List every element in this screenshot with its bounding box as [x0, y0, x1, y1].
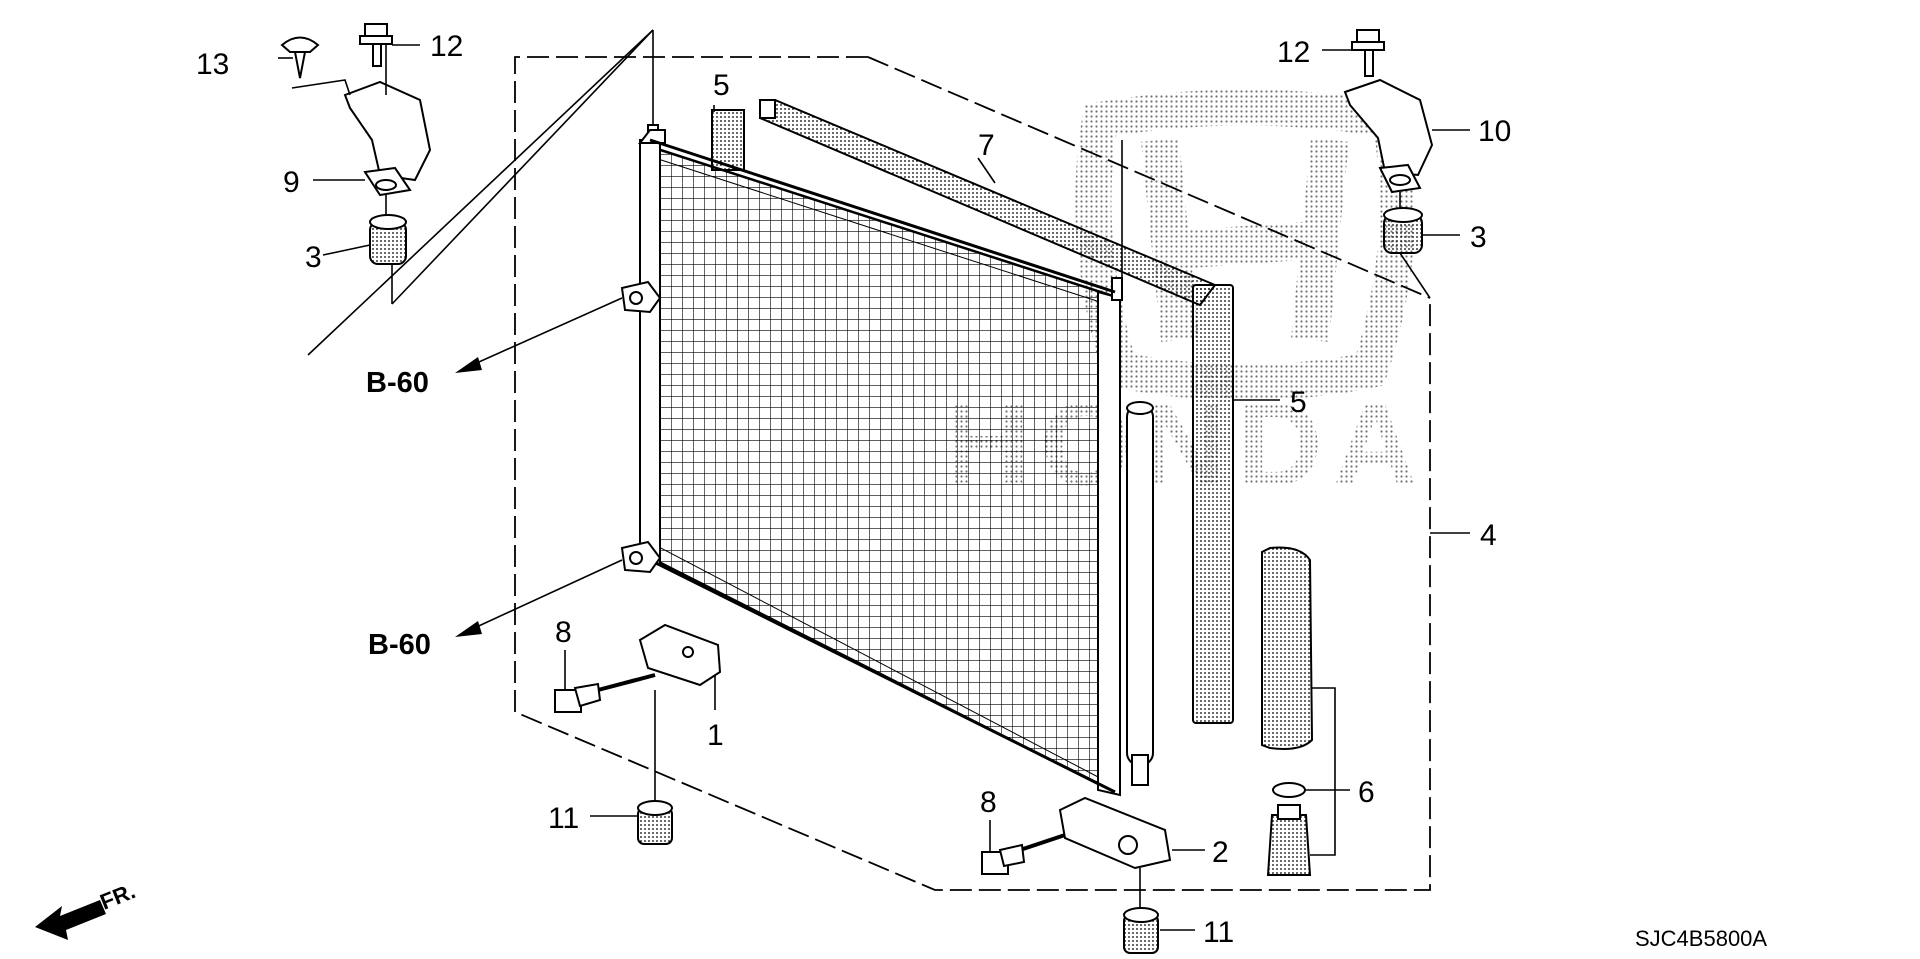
front-direction-marker: FR. — [35, 878, 139, 940]
callout-12-left: 12 — [430, 30, 463, 63]
cushion-3-left — [369, 214, 407, 265]
callout-8-left: 8 — [555, 616, 572, 649]
mount-tab-lower — [620, 540, 662, 574]
callout-4: 4 — [1480, 519, 1497, 552]
callout-5-right: 5 — [1290, 386, 1307, 419]
reference-label-lower: B-60 — [368, 629, 431, 661]
reference-label-upper: B-60 — [366, 367, 429, 399]
callout-8-right: 8 — [980, 786, 997, 819]
reference-arrow-lower — [455, 559, 623, 637]
reference-arrow-upper — [455, 297, 623, 373]
bracket-1 — [638, 623, 722, 805]
callout-3-right: 3 — [1470, 221, 1487, 254]
bracket-10 — [1343, 78, 1434, 220]
grommet-11-right — [1123, 907, 1159, 954]
bolt-8-left — [554, 673, 656, 713]
mount-tab-upper — [620, 280, 662, 314]
front-label: FR. — [97, 878, 139, 914]
callout-9: 9 — [283, 166, 300, 199]
callout-1: 1 — [707, 719, 724, 752]
callout-5-top: 5 — [713, 69, 730, 102]
callout-7: 7 — [978, 129, 995, 162]
leader-lines — [278, 44, 1470, 931]
clip-13 — [280, 36, 320, 79]
bolt-8-right — [981, 833, 1066, 875]
callout-11-left: 11 — [548, 802, 579, 835]
seal-5-left — [711, 109, 745, 171]
bracket-2 — [1058, 796, 1172, 910]
callout-11-right: 11 — [1203, 916, 1234, 949]
grommet-11-left — [637, 800, 673, 845]
callout-10: 10 — [1478, 115, 1511, 148]
cushion-3-right — [1383, 207, 1423, 254]
condenser — [620, 30, 1123, 797]
callout-3-left: 3 — [305, 241, 322, 274]
bracket-9 — [291, 40, 432, 220]
callout-2: 2 — [1212, 836, 1229, 869]
dryer-cap-assembly — [1261, 546, 1314, 876]
assembly-boundary — [514, 56, 1431, 891]
bolt-12-upper-right — [1351, 29, 1385, 77]
receiver-dryer — [1121, 140, 1154, 786]
callout-12-right: 12 — [1277, 36, 1310, 69]
seal-5-right — [1192, 284, 1234, 724]
callout-13: 13 — [196, 48, 229, 81]
diagram-code: SJC4B5800A — [1635, 926, 1767, 951]
bolt-12-upper-left — [359, 23, 393, 67]
callout-6: 6 — [1358, 776, 1375, 809]
